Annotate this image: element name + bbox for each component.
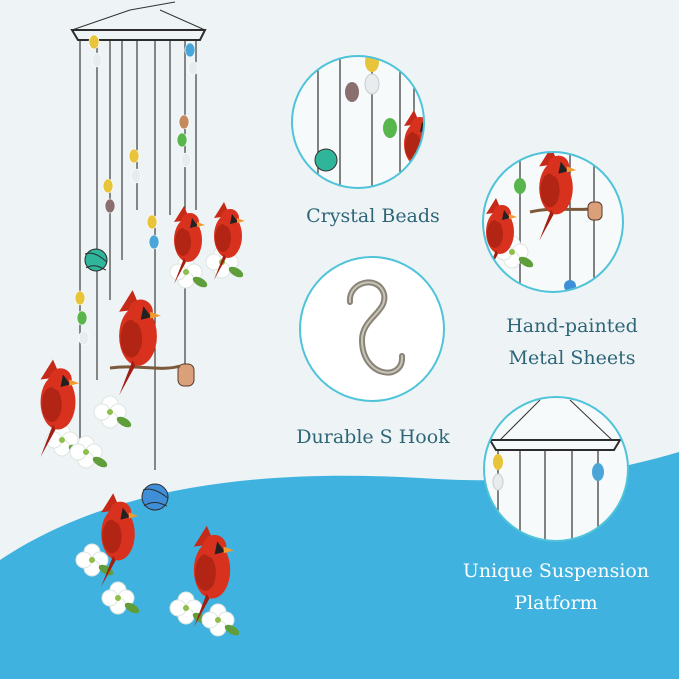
blue-glass-ball <box>141 483 169 511</box>
green-glass-ball <box>84 248 108 272</box>
caption-crystal-beads: Crystal Beads <box>306 205 440 227</box>
glass-bead-icon <box>74 34 199 346</box>
caption-s-hook: Durable S Hook <box>296 426 450 448</box>
s-hook-closeup <box>299 256 445 402</box>
caption-platform-line2: Platform <box>514 592 598 614</box>
platform-ring-icon <box>488 439 622 451</box>
cardinal-bird-icon <box>40 202 246 638</box>
caption-metal-sheets: Hand-painted Metal Sheets <box>472 310 672 374</box>
wind-chime <box>40 1 246 638</box>
caption-metal-line1: Hand-painted <box>506 315 638 337</box>
metal-sheets-closeup <box>482 151 624 293</box>
caption-platform-line1: Unique Suspension <box>462 560 650 582</box>
crystal-beads-closeup <box>291 55 425 189</box>
amber-lantern <box>177 363 195 387</box>
suspension-ring <box>70 29 207 41</box>
caption-platform: Unique Suspension Platform <box>440 555 672 619</box>
caption-metal-line2: Metal Sheets <box>508 347 636 369</box>
platform-closeup <box>483 396 629 542</box>
